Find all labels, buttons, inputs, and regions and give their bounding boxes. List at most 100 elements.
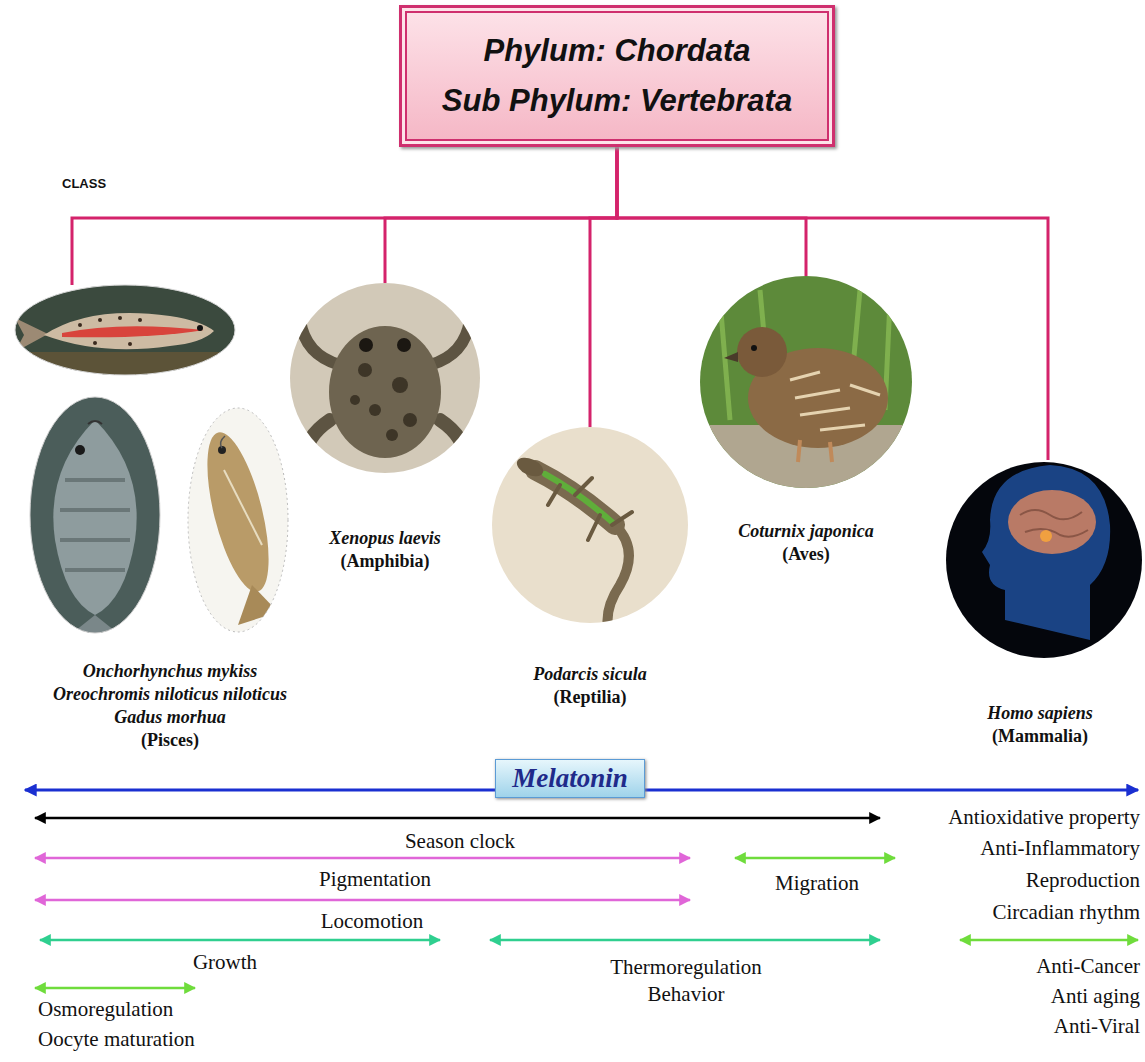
tree-connector (617, 147, 1048, 460)
function-label: Locomotion (321, 910, 424, 933)
frog-photo-part (386, 429, 398, 441)
human-brain-image (940, 455, 1145, 665)
cod-photo-part (221, 436, 225, 448)
lizard-photo-part (514, 454, 546, 480)
hormone-name: Melatonin (512, 762, 628, 795)
tilapia-photo-part (53, 420, 136, 615)
function-label: Anti-Viral (1054, 1015, 1140, 1038)
tilapia-photo-part (25, 395, 165, 635)
cod-photo-part (224, 470, 262, 545)
quail-photo-part (798, 440, 832, 462)
trout-photo-part (93, 341, 97, 345)
function-label: Anti aging (1051, 985, 1140, 1008)
black-arrow (35, 817, 880, 820)
cod-photo-part (238, 585, 278, 625)
frog-photo-part (369, 404, 381, 416)
function-label: Behavior (648, 983, 725, 1006)
phylum-box: Phylum: ChordataSub Phylum: Vertebrata (399, 5, 835, 147)
photo-frame (188, 408, 288, 632)
quail-photo-part (751, 345, 757, 351)
cod-photo-part (185, 405, 295, 635)
function-label: Antioxidative property (948, 806, 1140, 829)
teal-arrow (490, 939, 880, 942)
pink-arrow (35, 857, 690, 860)
frog-photo (285, 280, 485, 480)
human-brain-image-part (1008, 490, 1096, 554)
trout-photo-part (78, 323, 82, 327)
function-label: Circadian rhythm (992, 901, 1140, 924)
tree-connector (72, 147, 617, 285)
frog-photo-part (285, 280, 485, 480)
teal-arrow (40, 939, 440, 942)
pink-arrow (35, 899, 690, 902)
class-node: Homo sapiens(Mammalia) (935, 460, 1145, 748)
cod-photo-part (195, 427, 281, 598)
species-name: Gadus morhua (10, 706, 330, 729)
function-label: Anti-Inflammatory (980, 837, 1140, 860)
cod-photo (185, 405, 295, 635)
class-heading: CLASS (62, 177, 106, 191)
class-name: (Mammalia) (935, 725, 1145, 748)
lizard-photo-part (535, 470, 615, 525)
class-node: Xenopus laevis(Amphibia) (270, 283, 500, 573)
trout-photo-part (44, 313, 214, 349)
class-name: (Reptilia) (470, 686, 710, 709)
function-label: Thermoregulation (610, 956, 762, 979)
function-label: Osmoregulation (38, 998, 173, 1021)
trout-photo-part (15, 318, 48, 352)
green-arrow (735, 857, 895, 860)
tree-connector (590, 147, 617, 427)
function-label: Anti-Cancer (1036, 955, 1140, 978)
quail-photo (695, 270, 920, 495)
function-label: Pigmentation (319, 868, 431, 891)
frog-photo-part (397, 338, 411, 352)
trout-photo-part (197, 325, 203, 331)
frog-photo-part (403, 413, 417, 427)
class-node: Podarcis sicula(Reptilia) (470, 427, 710, 709)
species-name: Xenopus laevis (270, 527, 500, 550)
tilapia-photo-part (70, 615, 120, 635)
function-label: Growth (193, 951, 257, 974)
photo-frame (30, 397, 160, 633)
species-name: Onchorhynchus mykiss (10, 660, 330, 683)
trout-photo-part (62, 326, 204, 337)
function-label: Season clock (405, 830, 515, 853)
species-name: Homo sapiens (935, 702, 1145, 725)
lizard-photo-part (548, 478, 632, 540)
tilapia-photo (25, 395, 165, 635)
human-brain-image-part (940, 455, 1145, 665)
quail-photo-part (695, 270, 920, 495)
function-label: Oocyte maturation (38, 1028, 195, 1051)
function-label: Reproduction (1026, 869, 1140, 892)
trout-photo-part (138, 318, 142, 322)
trout-photo (10, 280, 250, 382)
class-name: (Amphibia) (270, 550, 500, 573)
quail-photo-part (790, 372, 880, 430)
frog-photo-part (329, 326, 441, 458)
frog-photo-part (392, 377, 408, 393)
frog-photo-part (358, 363, 372, 377)
class-name: (Pisces) (10, 729, 330, 752)
class-node: Onchorhynchus mykissOreochromis niloticu… (10, 285, 330, 752)
quail-photo-part (724, 352, 738, 362)
class-name: (Aves) (686, 543, 926, 566)
tree-connector (617, 147, 806, 276)
trout-photo-part (98, 318, 102, 322)
photo-frame (15, 285, 235, 375)
tilapia-photo-part (88, 421, 102, 424)
human-brain-image-part (1020, 510, 1088, 537)
function-label: Migration (775, 872, 859, 895)
hormone-box: Melatonin (495, 759, 645, 798)
taxon-heading: Sub Phylum: Vertebrata (442, 76, 792, 126)
tree-connector (385, 147, 617, 283)
lizard-photo-part (535, 470, 629, 640)
species-name: Podarcis sicula (470, 663, 710, 686)
class-node: Coturnix japonica(Aves) (686, 276, 926, 566)
lizard-photo (490, 425, 690, 640)
human-brain-image-part (982, 465, 1110, 640)
taxon-heading: Phylum: Chordata (442, 26, 792, 76)
tilapia-photo-part (60, 480, 130, 570)
